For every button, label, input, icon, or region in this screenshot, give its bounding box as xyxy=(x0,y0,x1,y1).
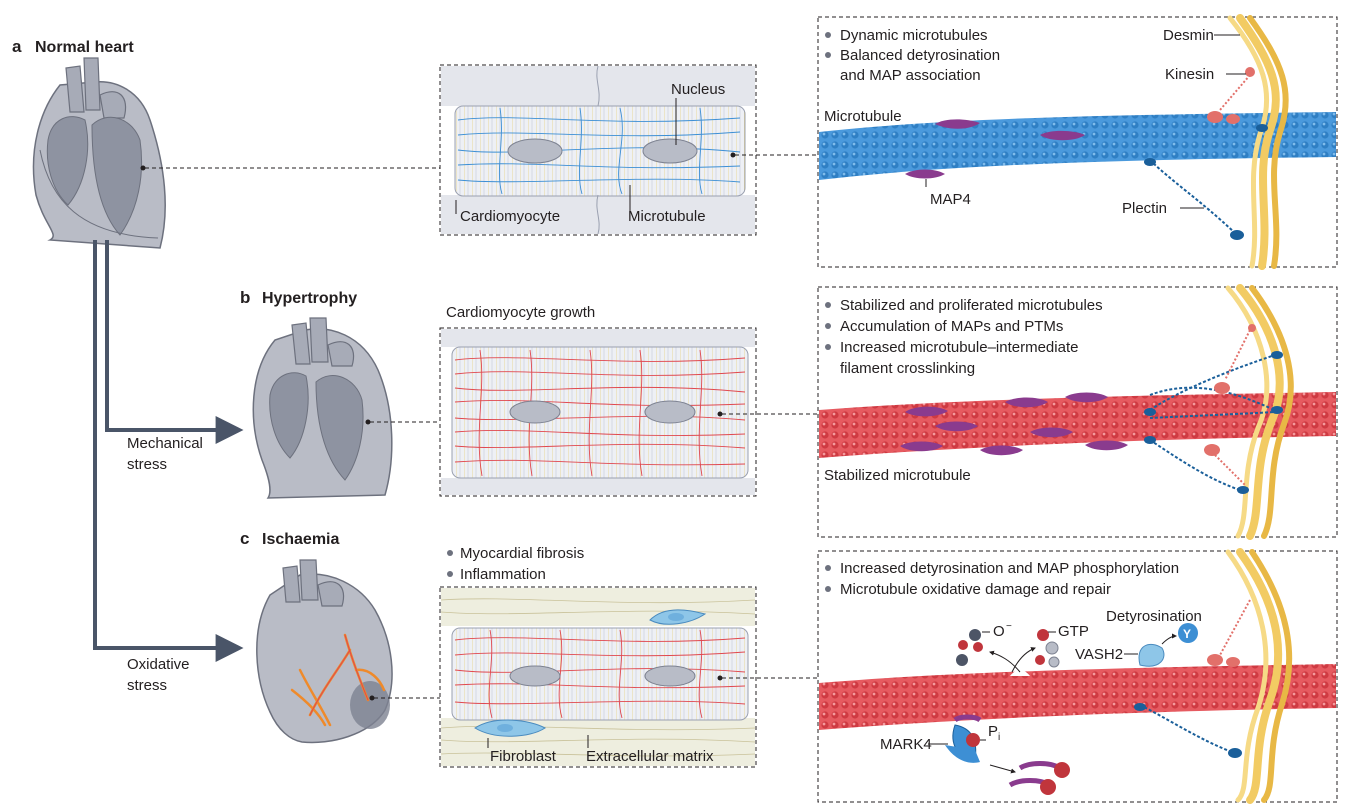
microtubule-detail-label: Microtubule xyxy=(824,108,902,125)
tyrosine-released: Y xyxy=(1161,623,1198,645)
plectin-protein xyxy=(1144,124,1268,240)
bullet-c-1: Increased detyrosination and MAP phospho… xyxy=(840,560,1179,577)
bullet-dot xyxy=(447,571,453,577)
normal-heart-illustration xyxy=(32,57,166,249)
detail-box-c xyxy=(817,550,1338,803)
plectin-label: Plectin xyxy=(1122,200,1167,217)
detyrosination-label: Detyrosination xyxy=(1106,608,1202,625)
bullet-b-1: Stabilized and proliferated microtubules xyxy=(840,297,1103,314)
kinesin-proteins-b xyxy=(1204,324,1256,486)
pi-subscript: i xyxy=(998,732,1000,743)
cardiomyocyte-cell-a xyxy=(439,64,757,236)
bullet-dot xyxy=(825,586,831,592)
desmin-label: Desmin xyxy=(1163,27,1214,44)
detail-box-a xyxy=(817,16,1338,268)
bullet-b-3: Increased microtubule–intermediate xyxy=(840,339,1078,356)
bullet-dot xyxy=(825,52,831,58)
map4-label: MAP4 xyxy=(930,191,971,208)
bullet-b-2: Accumulation of MAPs and PTMs xyxy=(840,318,1063,335)
vash2-enzyme xyxy=(1138,643,1165,667)
bullet-dot xyxy=(825,32,831,38)
stabilized-microtubule-label: Stabilized microtubule xyxy=(824,467,971,484)
superoxide-charge: − xyxy=(1006,621,1012,632)
cardiomyocyte-label: Cardiomyocyte xyxy=(460,208,560,225)
pi-label: P xyxy=(988,723,998,740)
bullet-c-2: Microtubule oxidative damage and repair xyxy=(840,581,1111,598)
gtp-label: GTP xyxy=(1058,623,1089,640)
panel-b-letter: b xyxy=(240,288,250,307)
plectin-heads-b xyxy=(1144,351,1283,494)
mechanical-stress-label-2: stress xyxy=(127,456,167,473)
panel-c-title: Ischaemia xyxy=(262,531,339,548)
desmin-filaments-c xyxy=(1225,548,1293,804)
mark4-label: MARK4 xyxy=(880,736,932,753)
oxidative-stress-label-1: Oxidative xyxy=(127,656,190,673)
superoxide-label: O xyxy=(993,623,1005,640)
tyrosine-symbol: Y xyxy=(1183,627,1191,641)
cardiomyocyte-cell-c xyxy=(439,586,757,768)
detail-box-b xyxy=(817,286,1338,538)
map-proteins-b xyxy=(900,392,1128,456)
bullet-a-2: Balanced detyrosination xyxy=(840,47,1000,64)
plectin-protein-c xyxy=(1134,703,1242,758)
kinesin-protein xyxy=(1207,67,1255,124)
stabilized-microtubule xyxy=(819,392,1336,458)
panel-a-title: Normal heart xyxy=(35,39,134,56)
ischaemic-heart-illustration xyxy=(256,559,393,744)
map4-proteins xyxy=(905,119,1085,179)
bullet-dot xyxy=(825,344,831,350)
phosphorylated-maps xyxy=(1008,761,1070,795)
bullet-dot xyxy=(825,302,831,308)
oxidative-molecules xyxy=(956,629,1060,673)
normal-microtubule xyxy=(819,112,1336,180)
microtubule-cell-label: Microtubule xyxy=(628,208,706,225)
oxidative-stress-label-2: stress xyxy=(127,677,167,694)
kinesin-protein-c xyxy=(1207,599,1251,667)
bullet-dot xyxy=(447,550,453,556)
damaged-microtubule xyxy=(819,664,1336,730)
desmin-filaments-a xyxy=(1227,14,1289,270)
panel-c-letter: c xyxy=(240,529,249,548)
bullet-dot xyxy=(825,565,831,571)
bullet-b-4: filament crosslinking xyxy=(840,360,975,377)
stress-pathway-arrows xyxy=(93,240,244,662)
plectin-crosslinks-b xyxy=(1149,354,1276,491)
bullet-a-3: and MAP association xyxy=(840,67,981,84)
hypertrophic-heart-illustration xyxy=(252,317,393,499)
cell-bullet-c-2: Inflammation xyxy=(460,566,546,583)
cardiomyocyte-cell-b xyxy=(439,327,757,497)
bullet-a-1: Dynamic microtubules xyxy=(840,27,988,44)
mark4-kinase xyxy=(945,714,1016,774)
mechanical-stress-label-1: Mechanical xyxy=(127,435,203,452)
fibroblast-label: Fibroblast xyxy=(490,748,557,765)
vash2-label: VASH2 xyxy=(1075,646,1123,663)
panel-a-letter: a xyxy=(12,37,22,56)
kinesin-label: Kinesin xyxy=(1165,66,1214,83)
cardiomyocyte-growth-caption: Cardiomyocyte growth xyxy=(446,304,595,321)
bullet-dot xyxy=(825,323,831,329)
ecm-label: Extracellular matrix xyxy=(586,748,714,765)
cell-bullet-c-1: Myocardial fibrosis xyxy=(460,545,584,562)
nucleus-label: Nucleus xyxy=(671,81,725,98)
panel-b-title: Hypertrophy xyxy=(262,290,357,307)
